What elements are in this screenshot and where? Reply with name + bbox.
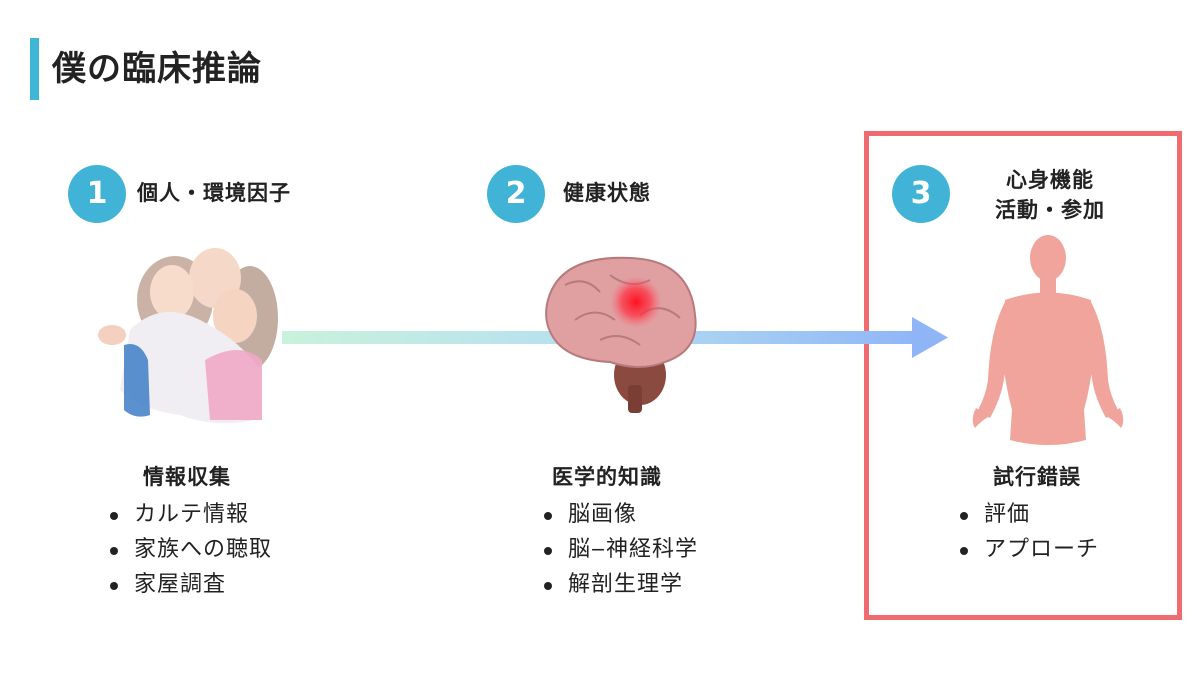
list-item: アプローチ: [958, 532, 1099, 567]
column-2-title: 健康状態: [563, 181, 651, 205]
family-icon: [98, 248, 278, 424]
list-item: 評価: [958, 497, 1099, 532]
column-2-list: 脳画像 脳‒神経科学 解剖生理学: [542, 497, 698, 602]
title-accent-bar: [30, 38, 39, 100]
column-3-list: 評価 アプローチ: [958, 497, 1099, 567]
list-item: カルテ情報: [108, 497, 272, 532]
column-3-title-line-1: 心身機能: [1006, 168, 1094, 192]
step-number-3: 3: [892, 165, 950, 223]
column-2-heading: 医学的知識: [552, 465, 662, 489]
column-1-list: カルテ情報 家族への聴取 家屋調査: [108, 497, 272, 602]
column-1-heading: 情報収集: [143, 465, 231, 489]
column-3-highlight-box: [864, 131, 1182, 620]
list-item: 脳‒神経科学: [542, 532, 698, 567]
page-title: 僕の臨床推論: [52, 49, 262, 89]
list-item: 家族への聴取: [108, 532, 272, 567]
column-3-title-line-2: 活動・参加: [995, 198, 1105, 222]
column-3-title: 心身機能 活動・参加: [970, 165, 1130, 225]
human-body-icon: [972, 235, 1124, 445]
step-number-2: 2: [487, 165, 545, 223]
list-item: 解剖生理学: [542, 567, 698, 602]
column-3-heading: 試行錯誤: [993, 465, 1081, 489]
step-number-1: 1: [68, 165, 126, 223]
brain-icon: [545, 256, 697, 413]
list-item: 家屋調査: [108, 567, 272, 602]
column-1-title: 個人・環境因子: [137, 181, 291, 205]
list-item: 脳画像: [542, 497, 698, 532]
